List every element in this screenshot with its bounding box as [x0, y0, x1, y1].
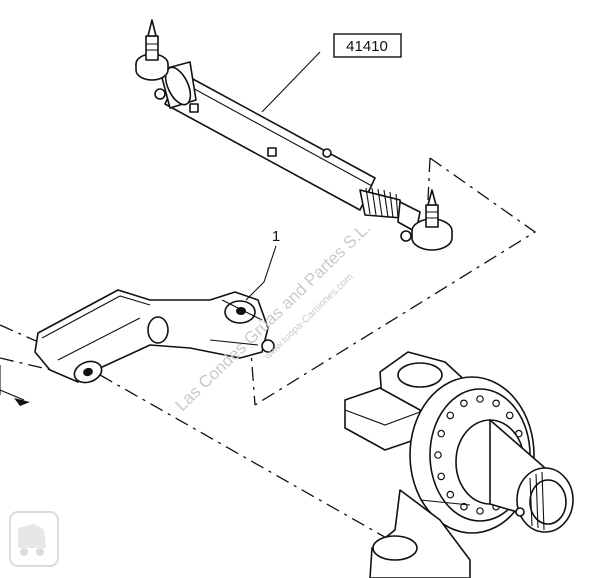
- bolt-hole: [505, 411, 514, 420]
- bolt-hole: [460, 399, 468, 408]
- part-number-callout: 41410: [261, 33, 402, 113]
- bolt-hole: [446, 490, 455, 499]
- item-number-callout: 1: [245, 228, 280, 301]
- steering-arm: [34, 289, 275, 384]
- direction-arrow: [0, 365, 30, 406]
- bolt-hole: [434, 451, 442, 459]
- bolt-hole: [476, 395, 484, 403]
- bolt-hole: [437, 429, 446, 438]
- item-number-label: 1: [272, 228, 280, 245]
- steering-knuckle: [344, 351, 574, 578]
- bolt-hole: [492, 399, 500, 408]
- hub-flange: [409, 376, 574, 534]
- dust-boot: [359, 187, 403, 219]
- left-ball-joint: [135, 19, 169, 100]
- tie-rod-assembly: [135, 19, 453, 251]
- part-number-label: 41410: [346, 38, 388, 55]
- right-ball-joint: [400, 189, 453, 251]
- truck-logo-icon: [9, 511, 59, 567]
- bolt-hole: [437, 472, 446, 481]
- bolt-hole: [476, 507, 484, 515]
- bolt-hole: [446, 411, 455, 420]
